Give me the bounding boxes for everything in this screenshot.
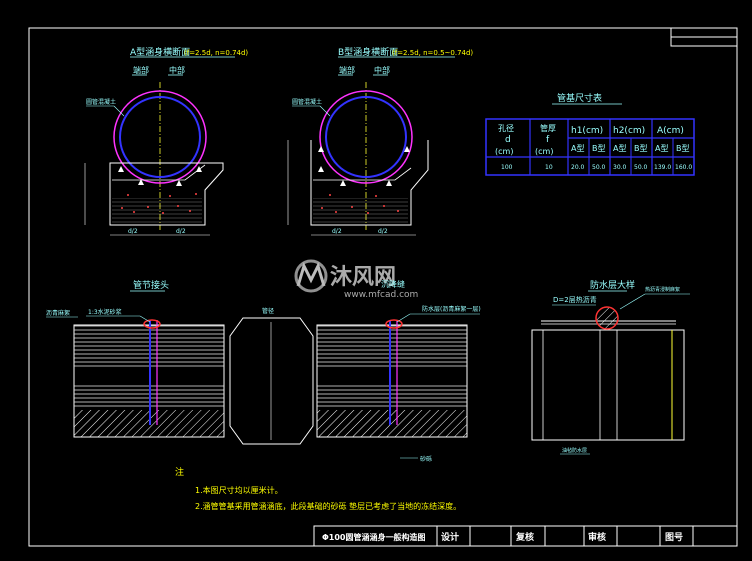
header-a: A(cm) [657,126,684,136]
callout-ratio: 1:3水泥砂浆 [88,308,122,316]
cell-h1-b: 50.0 [592,164,606,171]
header-h2-type-a: A型 [613,144,626,153]
base-dots [121,193,197,214]
pipe-joint-title: 管节接头 [133,279,169,291]
pipe-outer-ring [319,90,413,184]
header-h1: h1(cm) [571,126,603,136]
waterproof-title: 防水层大样 [590,279,635,291]
header-h1-type-a: A型 [571,144,584,153]
notes-heading: 注 [175,466,184,478]
callout-top: 热沥青浸制麻絮 [645,286,680,293]
pipe-base-table: 管基尺寸表 孔径 d (cm) 管厚 f (cm) h1(cm) h2(cm) … [485,92,695,176]
pipe-joint-mid-label: 管径 [262,307,274,315]
watermark-brand: 沐风网 [330,265,396,290]
cell-a-a: 139.0 [654,164,671,171]
watermark-url: www.mfcad.com [344,290,418,300]
section-a-dim-right: d/2 [176,228,186,235]
section-b-mid-label: 中部 [374,65,390,75]
cell-thickness: 10 [545,164,553,171]
design-label: 设计 [441,531,459,543]
drawing-title: Φ100圆管涵涵身一般构造图 [322,532,426,542]
pipe-joint-detail: 管节接头 管径 沥青麻絮 1:3水泥砂浆 沉降缝 防水层(沥青麻絮一层) 砂砾 [46,279,481,463]
section-b-dim-left: d/2 [332,228,342,235]
header-a-type-b: B型 [676,144,690,153]
header-aperture-sym: d [505,135,511,145]
section-a-end-label: 端部 [133,65,149,75]
pipe-inner-ring [119,96,201,178]
section-a-mid-label: 中部 [169,65,185,75]
section-a-dim-left: d/2 [128,228,138,235]
cell-h2-b: 50.0 [634,164,648,171]
callout-asphalt-left: 沥青麻絮 [46,309,70,317]
section-b-callout: 圆管混凝土 [292,98,322,106]
approve-label: 审核 [588,531,606,543]
review-label: 复核 [515,531,534,543]
section-b-formula: (f=2.5d, n=0.5~0.74d) [392,49,473,57]
notes: 注 1.本图尺寸均以厘米计。 2.涵管管基采用管涵涵底，此段基础的砂砾 垫层已考… [175,466,461,511]
cell-a-b: 160.0 [675,164,692,171]
note-line-2: 2.涵管管基采用管涵涵底，此段基础的砂砾 垫层已考虑了当地的冻结深度。 [195,501,461,511]
section-b-end-label: 端部 [339,65,355,75]
pipe-inner-ring [325,96,407,178]
header-h2: h2(cm) [613,126,645,136]
mf-logo-icon [294,259,328,293]
section-a-formula: (f=2.5d, n=0.74d) [184,49,248,57]
cell-h1-a: 20.0 [571,164,585,171]
concrete-triangles [118,166,202,186]
concrete-triangles [318,146,410,186]
section-b-title: B型涵身横断面 [338,46,398,58]
section-a-title: A型涵身横断面 [130,46,190,58]
pipe-outer-ring [113,90,207,184]
waterproof-dim: D=2层热沥青 [553,295,597,304]
asphalt-rope-icon [595,306,619,330]
waterproof-detail: 防水层大样 D=2层热沥青 热沥青浸制麻絮 油毡防水层 [531,279,690,455]
section-b: B型涵身横断面 (f=2.5d, n=0.5~0.74d) 端部 中部 圆管混凝… [287,46,473,236]
header-aperture-unit: (cm) [495,147,513,156]
note-line-1: 1.本图尺寸均以厘米计。 [195,485,283,495]
header-aperture: 孔径 [498,123,514,133]
callout-asphalt-right: 防水层(沥青麻絮一层) [422,305,481,313]
section-a: A型涵身横断面 (f=2.5d, n=0.74d) 端部 中部 圆管混凝土 [84,46,248,236]
watermark: 沐风网 www.mfcad.com [294,259,418,300]
header-a-type-a: A型 [655,144,668,153]
section-joint-title: 沉降缝 [381,279,405,289]
header-h1-type-b: B型 [592,144,606,153]
cell-aperture: 100 [501,164,513,171]
drawing-no-label: 图号 [665,532,683,543]
header-thickness-unit: (cm) [535,147,553,156]
callout-bottom: 油毡防水层 [562,447,587,454]
section-a-callout: 圆管混凝土 [86,98,116,106]
cell-h2-a: 30.0 [613,164,627,171]
header-thickness-sym: f [546,135,550,145]
base-dots [321,194,399,214]
section-b-dim-right: d/2 [378,228,388,235]
title-block: Φ100圆管涵涵身一般构造图 设计 复核 审核 图号 [313,525,738,547]
header-h2-type-b: B型 [634,144,648,153]
header-thickness: 管厚 [540,123,556,133]
table-title: 管基尺寸表 [557,92,602,104]
bottom-label: 砂砾 [420,455,432,463]
